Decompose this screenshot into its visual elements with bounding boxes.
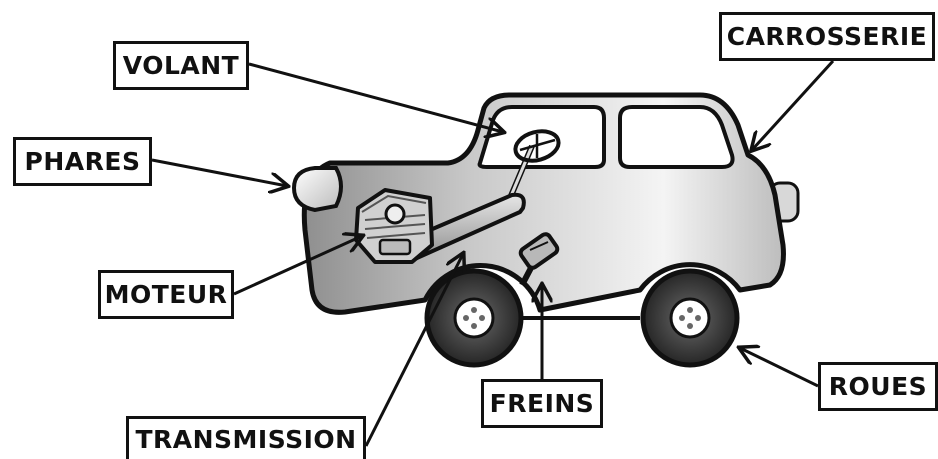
brake-pedal (518, 232, 560, 287)
arrow-moteur (233, 236, 362, 296)
leader-arrows (151, 59, 835, 447)
label-phares: PHARES (13, 137, 152, 186)
arrow-transmission (364, 254, 463, 447)
arrow-phares (151, 158, 287, 186)
label-transmission: TRANSMISSION (126, 416, 366, 459)
engine (354, 188, 434, 264)
label-roues: ROUES (818, 362, 938, 411)
arrow-volant (248, 62, 503, 132)
front-window (477, 105, 606, 169)
label-carrosserie: CARROSSERIE (719, 12, 935, 61)
rear-wheel (640, 268, 740, 368)
front-wheel (424, 268, 524, 368)
arrow-carrosserie (752, 59, 835, 150)
rear-window (618, 105, 735, 169)
label-moteur: MOTEUR (98, 270, 234, 319)
label-volant: VOLANT (113, 41, 249, 90)
arrow-roues (740, 348, 819, 388)
label-freins: FREINS (481, 379, 603, 428)
headlight (291, 166, 343, 213)
